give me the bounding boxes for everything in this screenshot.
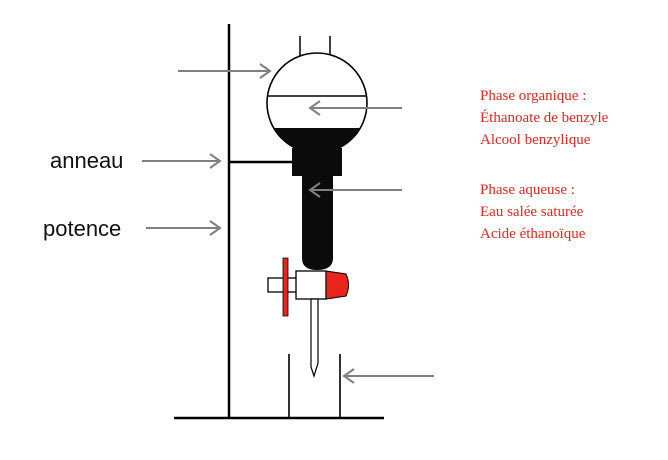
arrow-funnel — [178, 63, 272, 79]
arrow-beaker — [342, 368, 434, 384]
stopcock-barrel — [295, 270, 327, 300]
organic-phase-item: Éthanoate de benzyle — [480, 110, 609, 126]
stopcock-wing — [282, 257, 289, 317]
organic-phase-annotation: Phase organique : Éthanoate de benzyle A… — [480, 85, 608, 151]
ring-label: anneau — [50, 148, 124, 173]
arrow-organic-phase — [308, 100, 402, 116]
aqueous-phase-title: Phase aqueuse : — [480, 182, 575, 198]
aqueous-phase-annotation: Phase aqueuse : Eau salée saturée Acide … — [480, 179, 585, 245]
aqueous-phase-item: Acide éthanoïque — [480, 226, 586, 242]
arrow-ring — [142, 153, 222, 169]
stopcock-tip — [325, 270, 349, 300]
organic-phase-title: Phase organique : — [480, 88, 587, 104]
arrow-stand — [146, 220, 222, 236]
outlet-tube — [310, 298, 319, 378]
arrow-aqueous-phase — [308, 182, 402, 198]
organic-phase-item: Alcool benzylique — [480, 132, 591, 148]
stand-label: potence — [43, 216, 122, 241]
beaker — [288, 354, 341, 418]
aqueous-phase-item: Eau salée saturée — [480, 204, 584, 220]
aqueous-phase-liquid — [302, 170, 333, 270]
